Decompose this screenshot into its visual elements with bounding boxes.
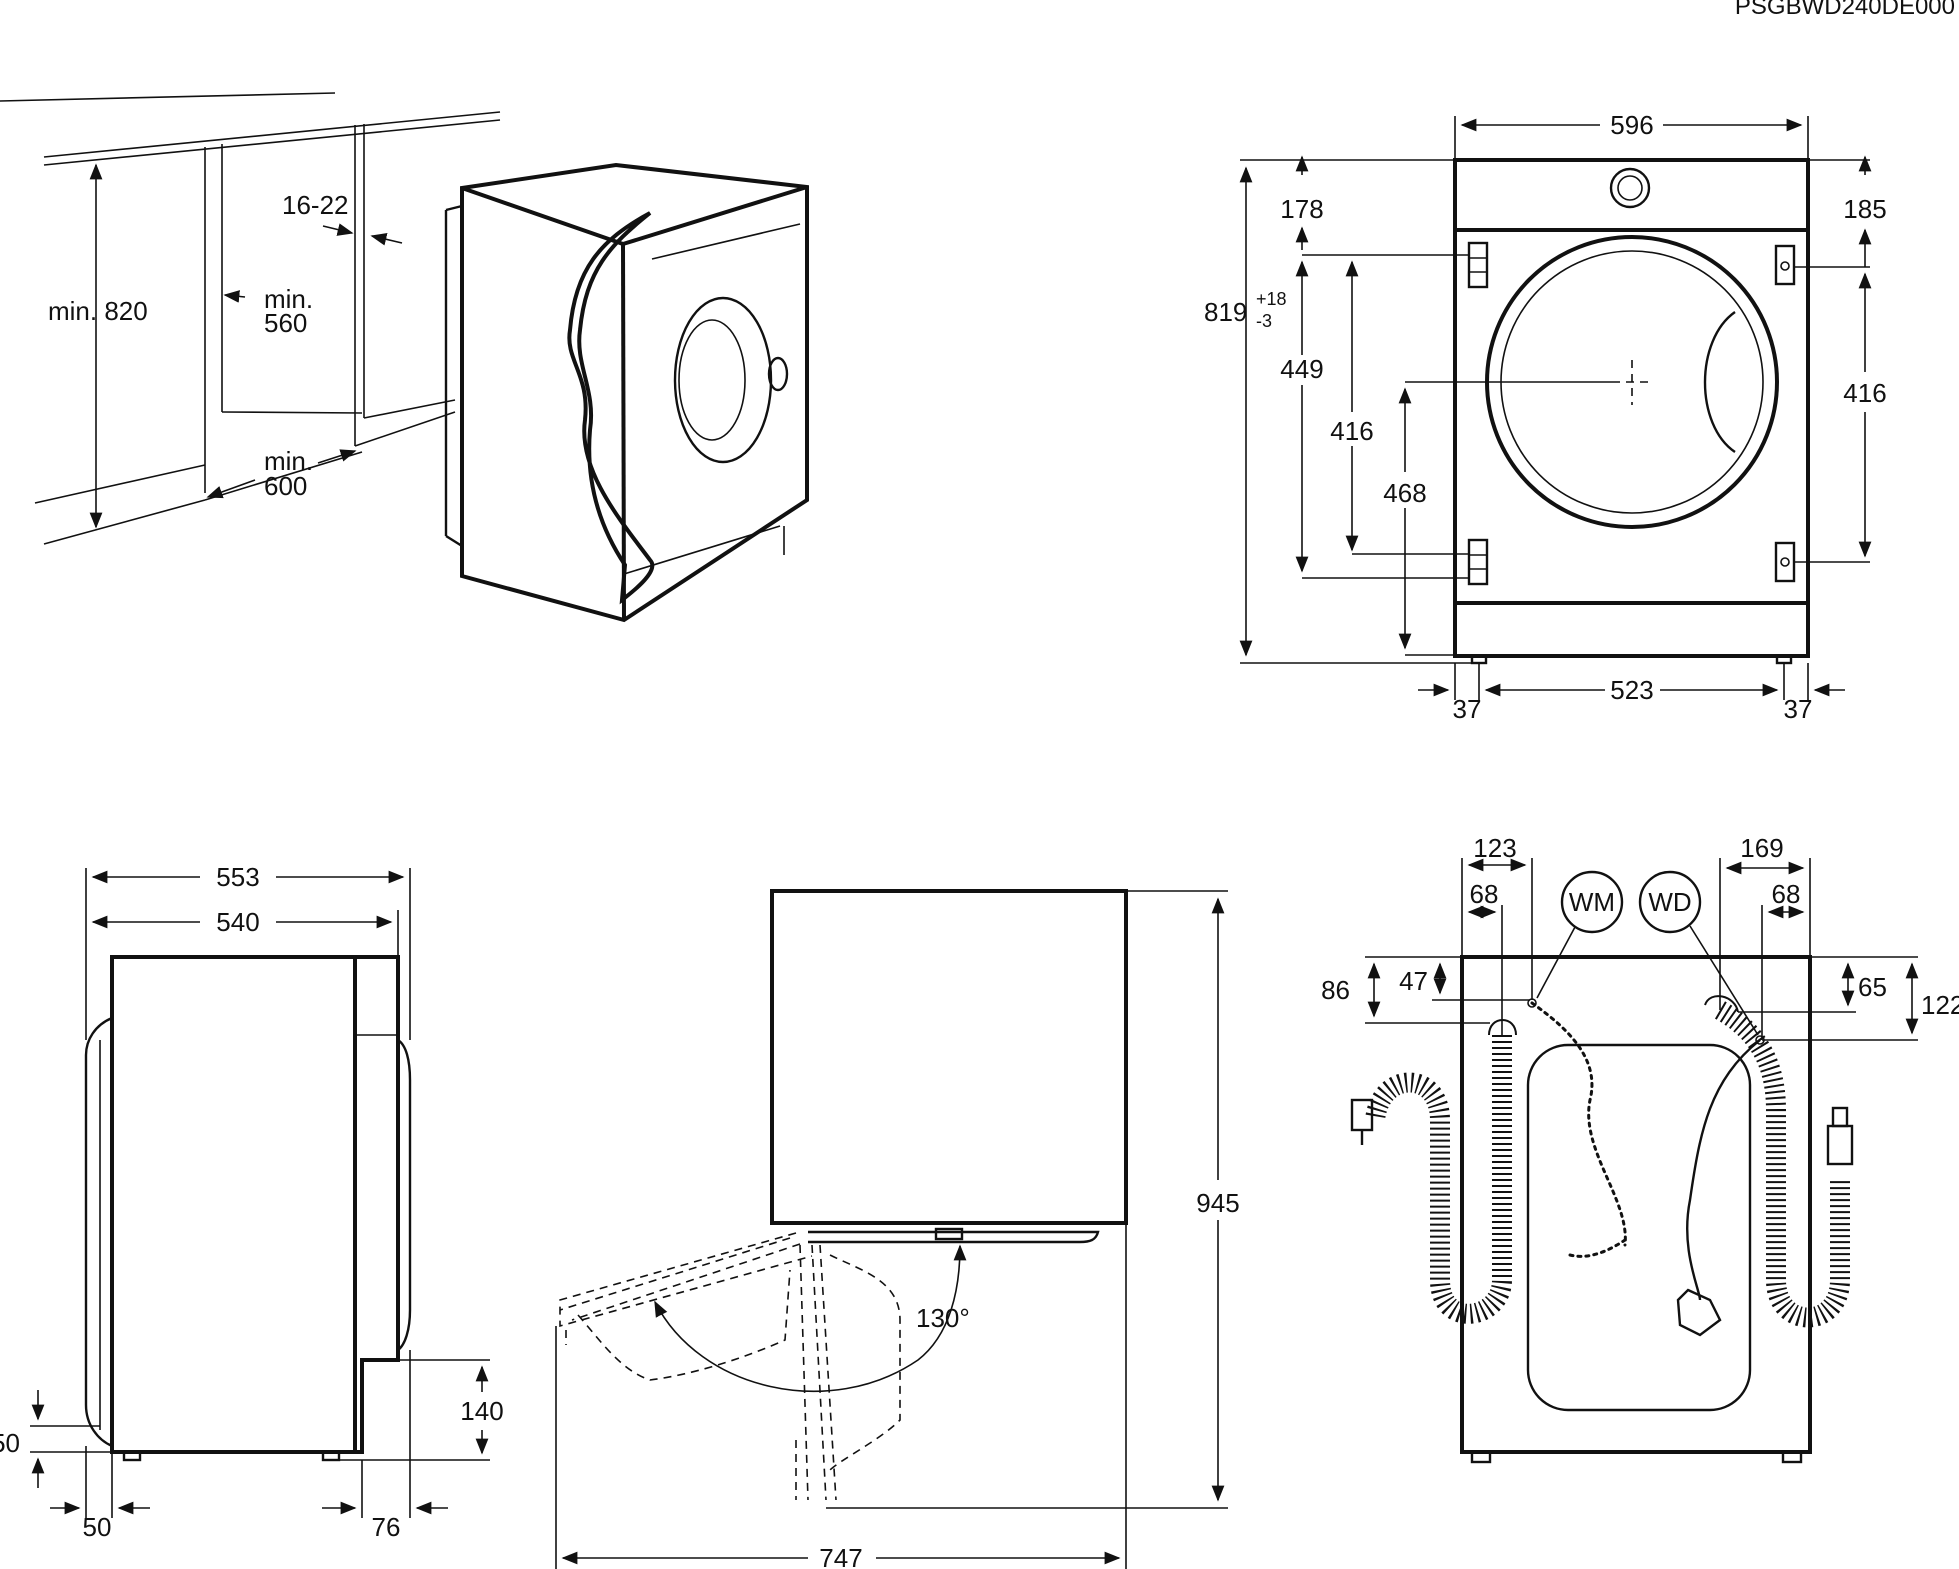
rear-right-inner-height: 65 <box>1858 972 1887 1002</box>
front-foot-left: 37 <box>1453 694 1482 724</box>
rear-right-inner: 68 <box>1772 879 1801 909</box>
front-height-tol-plus: +18 <box>1256 289 1287 309</box>
front-height: 819 <box>1204 297 1247 327</box>
front-left-hinge-span: 449 <box>1280 354 1323 384</box>
front-foot-right: 37 <box>1784 694 1813 724</box>
min-depth-label-1: min. <box>264 446 313 476</box>
min-height-label: min. 820 <box>48 296 148 326</box>
rear-left-outer-height: 86 <box>1321 975 1350 1005</box>
rear-right-outer-height: 122 <box>1921 990 1959 1020</box>
front-width: 596 <box>1610 110 1653 140</box>
side-front-offset: 50 <box>83 1512 112 1542</box>
wd-label: WD <box>1648 887 1691 917</box>
front-view: 596 819 +18 -3 178 449 416 468 1 <box>1204 110 1887 724</box>
front-inner-hinge-span: 416 <box>1330 416 1373 446</box>
front-top-right: 185 <box>1843 194 1886 224</box>
door-swing-view: 130° 945 747 <box>555 889 1240 1569</box>
side-depth-body: 540 <box>216 907 259 937</box>
side-view: 553 540 140 50 50 76 <box>0 862 504 1542</box>
installation-niche-view: min. 820 16-22 min. 560 min. 600 <box>0 92 501 545</box>
min-width-label-2: 560 <box>264 308 307 338</box>
door-angle: 130° <box>916 1303 970 1333</box>
document-code: PSGBWD240DE000 <box>1735 0 1955 20</box>
rear-view: WM WD 123 68 169 68 86 47 <box>1321 833 1959 1464</box>
front-door-center-height: 468 <box>1383 478 1426 508</box>
front-height-tol-minus: -3 <box>1256 311 1272 331</box>
wm-label: WM <box>1569 887 1615 917</box>
side-back-step-height: 140 <box>460 1396 503 1426</box>
rear-left-offset: 123 <box>1473 833 1516 863</box>
door-height: 945 <box>1196 1188 1239 1218</box>
side-front-gap: 50 <box>0 1428 20 1458</box>
rear-right-offset: 169 <box>1740 833 1783 863</box>
side-back-offset: 76 <box>372 1512 401 1542</box>
rear-left-inner-height: 47 <box>1399 966 1428 996</box>
min-width-label-1: min. <box>264 284 313 314</box>
front-right-hinge-span: 416 <box>1843 378 1886 408</box>
front-feet-span: 523 <box>1610 675 1653 705</box>
door-swing-depth: 747 <box>819 1543 862 1569</box>
min-depth-label-2: 600 <box>264 471 307 501</box>
rear-left-inner: 68 <box>1470 879 1499 909</box>
front-top-left: 178 <box>1280 194 1323 224</box>
side-depth-total: 553 <box>216 862 259 892</box>
appliance-3d-view <box>444 162 809 623</box>
panel-gap-label: 16-22 <box>282 190 349 220</box>
